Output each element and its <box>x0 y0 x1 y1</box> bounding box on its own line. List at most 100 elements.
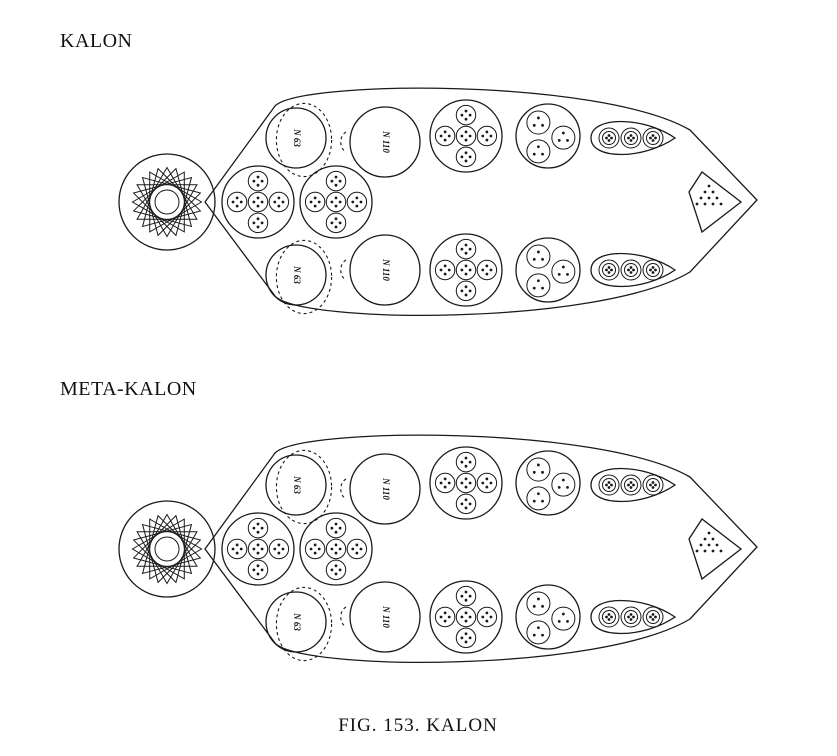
dot <box>464 590 468 594</box>
small-circle <box>268 191 290 213</box>
dot <box>537 250 540 254</box>
dot <box>464 611 468 615</box>
dot <box>651 481 655 484</box>
dot <box>468 594 472 598</box>
dot <box>605 268 608 272</box>
star-triangle <box>136 166 198 220</box>
inner-circle <box>602 610 616 624</box>
dot <box>557 272 561 276</box>
dot <box>711 549 715 553</box>
number-label: N 63 <box>292 128 302 147</box>
dot <box>252 526 256 530</box>
dot <box>481 268 485 272</box>
dot <box>464 159 468 163</box>
cluster-circle <box>429 99 503 173</box>
number-circle <box>265 591 327 653</box>
inner-circle <box>624 263 638 277</box>
dot <box>629 134 633 137</box>
small-circle <box>642 127 664 149</box>
dot <box>654 483 657 487</box>
dot <box>252 547 256 551</box>
dot <box>460 502 464 506</box>
dot <box>460 155 464 159</box>
triangle-shape <box>688 518 743 581</box>
dot <box>468 268 472 272</box>
small-circle <box>434 259 456 281</box>
dot <box>277 543 281 547</box>
dot <box>443 611 447 615</box>
small-circle <box>551 472 576 497</box>
dot <box>629 486 633 489</box>
dot <box>464 130 468 134</box>
dot <box>355 196 359 200</box>
dot <box>464 640 468 644</box>
star-triangle <box>132 176 193 237</box>
dot <box>468 615 472 619</box>
dot <box>231 547 235 551</box>
dot <box>235 196 239 200</box>
small-circle <box>620 606 642 628</box>
dot <box>654 136 657 140</box>
small-circle <box>304 538 326 560</box>
dot <box>703 202 707 206</box>
dashed-connector <box>340 131 347 153</box>
dot <box>338 221 342 225</box>
dot <box>460 636 464 640</box>
cluster-circle <box>429 233 503 307</box>
small-circle <box>434 125 456 147</box>
dot <box>485 264 489 268</box>
dot <box>235 551 239 555</box>
dot <box>489 134 493 138</box>
star-triangle <box>141 167 202 228</box>
dot <box>651 266 655 269</box>
dot <box>235 204 239 208</box>
dot <box>703 190 707 194</box>
dot <box>256 225 260 229</box>
dot <box>460 247 464 251</box>
dot <box>464 151 468 155</box>
dot <box>607 266 611 269</box>
dot <box>334 183 338 187</box>
dot <box>489 268 493 272</box>
dashed-connector <box>340 478 347 500</box>
small-circle <box>620 474 642 496</box>
inner-circle <box>646 478 660 492</box>
dot <box>313 204 317 208</box>
dot <box>541 499 544 503</box>
dot <box>439 615 443 619</box>
pod-shape <box>590 467 677 503</box>
dot <box>651 618 655 621</box>
dot <box>489 615 493 619</box>
number-label: N 63 <box>292 265 302 284</box>
dot <box>443 272 447 276</box>
dot <box>715 543 719 547</box>
dot <box>439 134 443 138</box>
dot <box>334 225 338 229</box>
small-circle <box>598 127 620 149</box>
number-label: N 63 <box>292 475 302 494</box>
small-circle <box>346 538 368 560</box>
dot <box>632 483 635 487</box>
dot <box>317 200 321 204</box>
rosette-circle <box>118 153 216 251</box>
cluster-circle <box>515 450 581 516</box>
dot <box>330 526 334 530</box>
small-circle <box>551 606 576 631</box>
rosette-core <box>154 536 180 562</box>
dot <box>355 204 359 208</box>
dot <box>707 531 711 535</box>
small-circle <box>455 585 477 607</box>
dot <box>649 268 652 272</box>
dot <box>649 136 652 140</box>
small-circle <box>325 212 347 234</box>
small-circle <box>247 538 269 560</box>
dot <box>607 618 611 621</box>
meta-kalon-title: META-KALON <box>60 378 197 400</box>
dot <box>235 543 239 547</box>
dot <box>256 196 260 200</box>
dot <box>309 200 313 204</box>
dot <box>334 551 338 555</box>
dashed-ring <box>275 239 333 315</box>
